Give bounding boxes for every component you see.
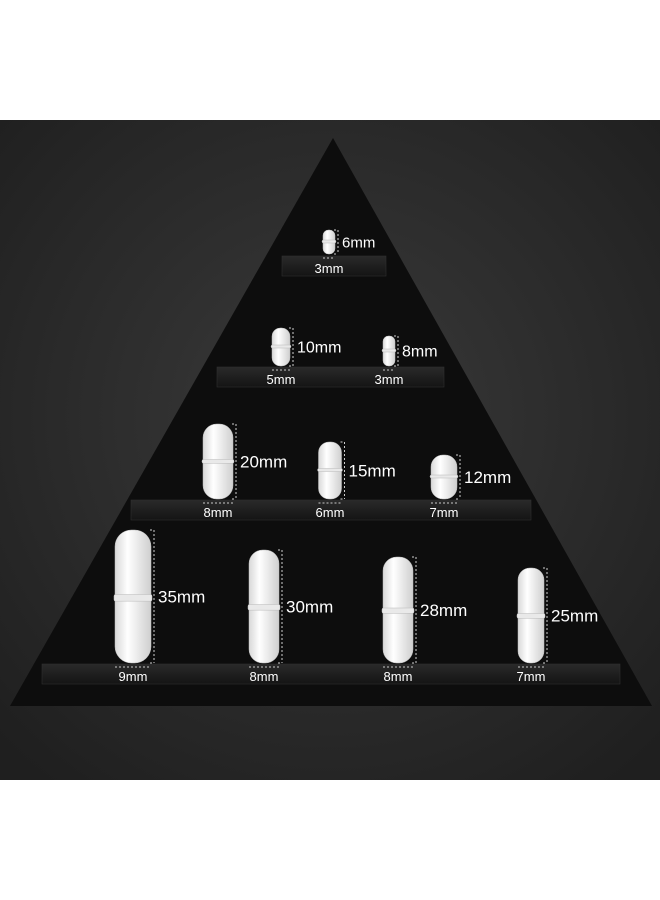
length-label: 8mm	[402, 344, 438, 361]
pivot-ring	[516, 613, 546, 619]
length-label: 25mm	[551, 606, 598, 625]
pyramid-shape	[10, 138, 652, 706]
pivot-ring	[270, 344, 292, 349]
shelf-row-4: 35mm 9mm 30mm 8mm 28mm 8mm 25mm 7mm	[41, 529, 621, 685]
shelf-platform	[41, 663, 621, 685]
stir-bar-item: 35mm 9mm	[113, 529, 205, 684]
pivot-ring	[247, 604, 281, 611]
pivot-ring	[321, 239, 337, 244]
diameter-label: 6mm	[316, 505, 345, 520]
diameter-label: 8mm	[204, 505, 233, 520]
stir-bar-item: 25mm 7mm	[516, 567, 598, 684]
stir-bar-item: 12mm 7mm	[429, 454, 511, 520]
pivot-ring	[381, 607, 415, 614]
shelf-row-1: 6mm 3mm	[281, 229, 387, 277]
diameter-label: 5mm	[267, 372, 296, 387]
pivot-ring	[429, 474, 459, 479]
stir-bar-item: 30mm 8mm	[247, 549, 333, 684]
length-label: 20mm	[240, 452, 287, 471]
stir-bar-item: 20mm 8mm	[201, 423, 287, 520]
length-label: 28mm	[420, 601, 467, 620]
pivot-ring	[113, 594, 153, 602]
length-label: 6mm	[342, 234, 375, 251]
pivot-ring	[381, 348, 397, 353]
stir-bar-item: 15mm 6mm	[316, 441, 396, 520]
length-label: 35mm	[158, 587, 205, 606]
stir-bar-item: 28mm 8mm	[381, 556, 467, 684]
stir-bar-item: 8mm 3mm	[375, 335, 438, 387]
stir-bar-item: 6mm 3mm	[315, 229, 375, 276]
length-label: 30mm	[286, 597, 333, 616]
shelf-row-3: 20mm 8mm 15mm 6mm 12mm 7mm	[130, 423, 532, 521]
diameter-label: 9mm	[119, 669, 148, 684]
pivot-ring	[317, 468, 343, 472]
pivot-ring	[201, 459, 235, 464]
shelf-platform	[281, 255, 387, 277]
diameter-label: 3mm	[375, 372, 404, 387]
diameter-label: 3mm	[315, 261, 344, 276]
shelf-platform	[216, 366, 445, 388]
diameter-label: 7mm	[517, 669, 546, 684]
length-label: 12mm	[464, 468, 511, 487]
diameter-label: 7mm	[430, 505, 459, 520]
diameter-label: 8mm	[384, 669, 413, 684]
length-label: 10mm	[297, 340, 341, 357]
shelf-platform	[130, 499, 532, 521]
diameter-label: 8mm	[250, 669, 279, 684]
length-label: 15mm	[349, 461, 396, 480]
